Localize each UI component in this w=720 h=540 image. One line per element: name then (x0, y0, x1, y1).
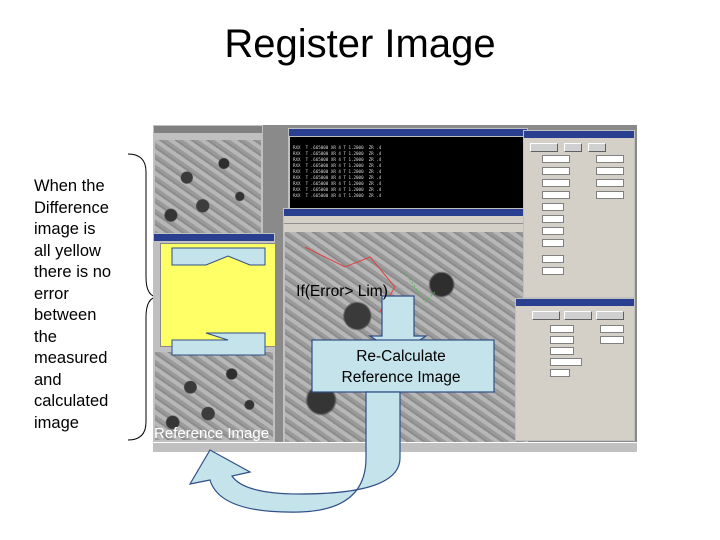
condition-label: If(Error> Lim) (296, 283, 388, 300)
main-image-window[interactable] (283, 208, 528, 443)
dialog-field[interactable] (542, 239, 564, 247)
left-note-line: all yellow (34, 241, 101, 260)
recalculate-label-line: Re-Calculate (356, 348, 446, 365)
dialog-button[interactable] (564, 143, 582, 152)
left-note-line: measured (34, 349, 108, 367)
dialog-field[interactable] (542, 167, 570, 175)
left-note-line: the (34, 327, 57, 346)
image-window-top[interactable] (153, 125, 263, 235)
terrain-image (155, 140, 261, 234)
dialog-field[interactable] (550, 369, 570, 377)
dialog-button[interactable] (532, 311, 560, 320)
dialog-field[interactable] (542, 267, 564, 275)
left-note-line: image (34, 413, 79, 432)
dialog-field[interactable] (550, 325, 574, 333)
dialog-field[interactable] (596, 191, 624, 199)
dialog-field[interactable] (542, 179, 570, 187)
reference-image-label: Reference Image (154, 425, 270, 442)
left-note-line: and (34, 370, 62, 389)
left-note: When the Difference image is all yellow … (34, 176, 134, 434)
window-titlebar (524, 131, 634, 138)
recalculate-label: Re-Calculate Reference Image (306, 346, 496, 388)
dialog-field[interactable] (550, 347, 574, 355)
left-note-line: When the (34, 177, 105, 195)
window-titlebar (289, 129, 527, 136)
dialog-button[interactable] (588, 143, 606, 152)
dialog-field[interactable] (542, 191, 570, 199)
recalculate-label-line: Reference Image (341, 369, 461, 386)
dialog-field[interactable] (542, 155, 570, 163)
window-titlebar (516, 299, 634, 306)
console-window[interactable]: RXX T .665000 XR 4 T 1.2000 ZR .4 RXX T … (288, 128, 528, 218)
console-output: RXX T .665000 XR 4 T 1.2000 ZR .4 RXX T … (290, 137, 526, 217)
recalculate-box (311, 339, 495, 393)
toolbar[interactable] (284, 224, 527, 232)
dialog-field[interactable] (596, 155, 624, 163)
reference-terrain-image (155, 352, 273, 440)
dialog-field[interactable] (596, 167, 624, 175)
dialog-button[interactable] (596, 311, 624, 320)
dialog-field[interactable] (550, 358, 582, 366)
dialog-field[interactable] (542, 215, 564, 223)
dialog-button[interactable] (564, 311, 592, 320)
menu-bar[interactable] (284, 216, 527, 224)
registration-dialog[interactable] (515, 298, 635, 441)
notched-arrow-icon (171, 332, 266, 356)
left-note-line: there is no (34, 263, 112, 281)
dialog-field[interactable] (596, 179, 624, 187)
left-note-line: calculated (34, 392, 109, 410)
slide-title: Register Image (224, 22, 496, 66)
dialog-field[interactable] (542, 255, 564, 263)
curved-return-arrow-icon (188, 391, 401, 513)
dialog-button[interactable] (530, 143, 558, 152)
registration-overlay (304, 246, 436, 313)
window-titlebar (154, 234, 274, 241)
dialog-field[interactable] (600, 336, 624, 344)
left-note-line: between (34, 306, 97, 324)
control-dialog[interactable] (523, 130, 635, 298)
terrain-image (285, 232, 526, 442)
left-note-line: image is (34, 220, 96, 238)
left-note-line: error (34, 284, 69, 303)
dialog-field[interactable] (542, 203, 564, 211)
dialog-field[interactable] (542, 227, 564, 235)
left-note-line: Difference (34, 198, 109, 217)
notched-arrow-icon (171, 247, 266, 266)
window-titlebar (154, 126, 262, 133)
dialog-field[interactable] (550, 336, 574, 344)
dialog-field[interactable] (600, 325, 624, 333)
window-titlebar (284, 209, 527, 216)
